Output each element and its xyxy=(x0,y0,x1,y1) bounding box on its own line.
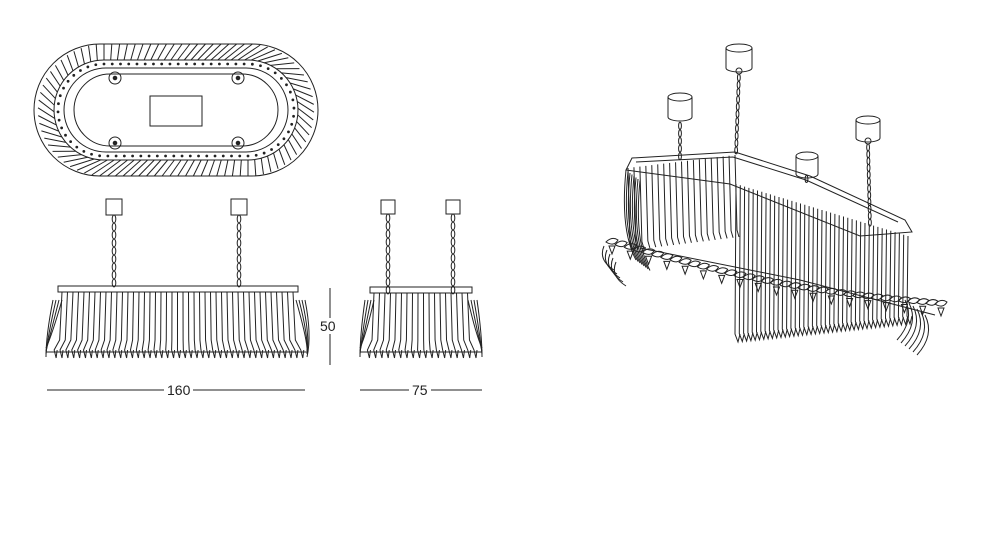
perspective-top-frame xyxy=(625,151,913,237)
dimension-lines xyxy=(47,288,482,391)
side-view-top-frame xyxy=(369,286,473,294)
dim-label-height: 50 xyxy=(317,318,339,334)
top-view-mount-points xyxy=(108,71,245,150)
side-view-chain-right xyxy=(450,213,456,295)
perspective-top-frame-inner xyxy=(635,156,899,223)
side-view-chain-left xyxy=(385,213,391,295)
side-view-canopy-left xyxy=(380,199,396,215)
perspective-leaf-band xyxy=(601,237,948,356)
top-view-dotted-band xyxy=(63,67,289,153)
top-view-center-plate xyxy=(149,95,203,127)
front-view-crystals xyxy=(45,291,310,359)
top-view-dots xyxy=(56,62,296,158)
front-view xyxy=(45,198,310,359)
front-view-canopy-right xyxy=(230,198,248,216)
front-view-top-frame xyxy=(57,285,299,293)
perspective-view xyxy=(601,43,948,356)
top-view xyxy=(33,43,319,177)
side-view-crystals xyxy=(359,292,483,359)
perspective-canopy-4 xyxy=(855,115,881,145)
top-view-crystal-ring xyxy=(53,59,299,161)
side-view xyxy=(359,199,483,359)
top-view-crystal-ticks xyxy=(37,43,315,177)
front-view-chain-right xyxy=(236,214,242,288)
perspective-canopy-3 xyxy=(795,151,819,179)
dim-label-length: 160 xyxy=(164,382,194,398)
perspective-canopy-1 xyxy=(667,92,693,122)
side-view-canopy-right xyxy=(445,199,461,215)
top-view-inner-frame xyxy=(73,73,279,147)
front-view-chain-left xyxy=(111,214,117,288)
dim-label-width: 75 xyxy=(409,382,431,398)
perspective-canopy-2 xyxy=(725,43,753,75)
perspective-crystals xyxy=(623,154,936,344)
front-view-canopy-left xyxy=(105,198,123,216)
top-view-outer-outline xyxy=(33,43,319,177)
